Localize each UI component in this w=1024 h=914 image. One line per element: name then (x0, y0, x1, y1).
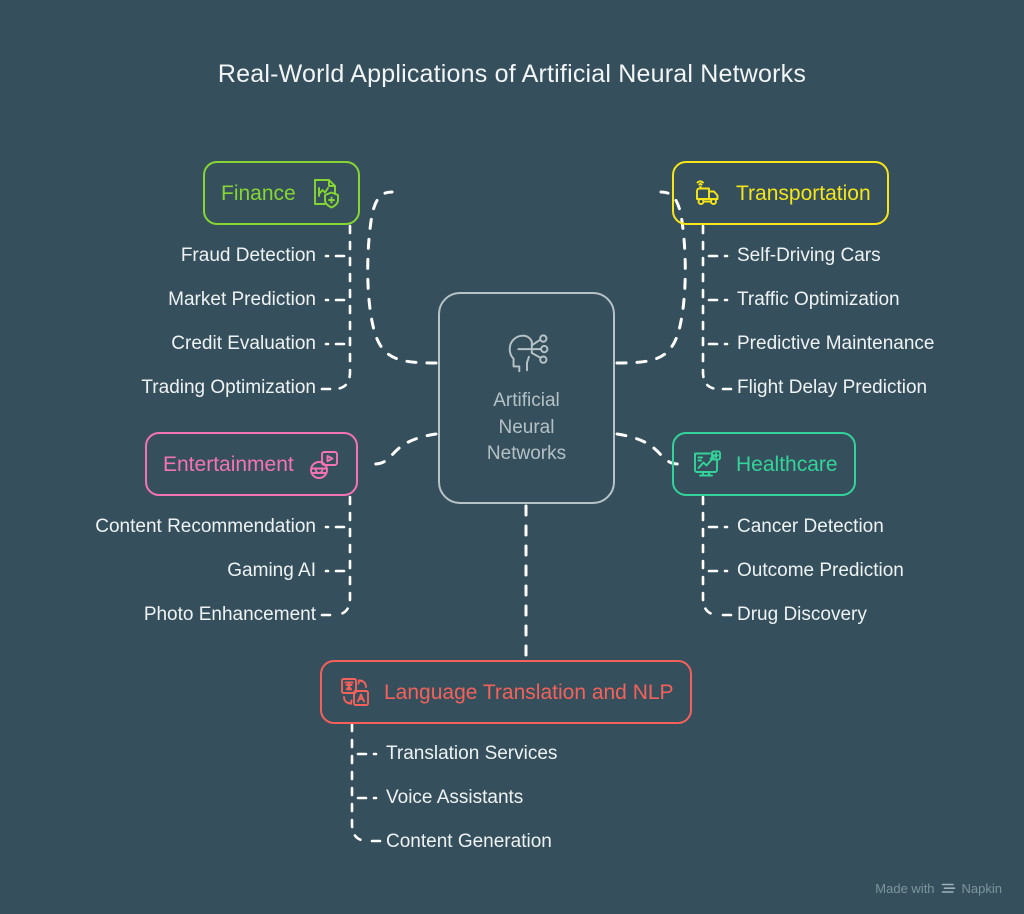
page-title: Real-World Applications of Artificial Ne… (217, 60, 807, 88)
connector-center-finance (366, 190, 438, 365)
central-label-line-3: Networks (486, 443, 567, 465)
branch-label-finance: Finance (221, 181, 296, 205)
leaf-item[interactable]: Traffic Optimization (737, 289, 900, 310)
connector-center-healthcare (615, 432, 681, 466)
leaf-item[interactable]: Photo Enhancement (143, 604, 316, 625)
branch-node-transportation[interactable]: Transportation (672, 161, 889, 225)
leaf-item[interactable]: Outcome Prediction (737, 560, 904, 581)
vr-headset-play-icon (306, 447, 340, 481)
leaf-item[interactable]: Drug Discovery (737, 604, 867, 625)
branch-label-transportation: Transportation (736, 181, 871, 205)
central-label-line-2: Neural (498, 416, 555, 438)
napkin-logo-icon (941, 882, 956, 895)
smart-truck-icon (690, 176, 724, 210)
leaf-item[interactable]: Flight Delay Prediction (737, 377, 928, 398)
napkin-watermark[interactable]: Made with Napkin (875, 881, 1002, 896)
branch-node-healthcare[interactable]: Healthcare (672, 432, 856, 496)
leaf-list-finance: Fraud Detection Market Prediction Credit… (0, 234, 350, 410)
leaf-item[interactable]: Content Generation (386, 831, 552, 852)
central-node-label: Artificial Neural Networks (487, 388, 566, 469)
branch-node-finance[interactable]: Finance (203, 161, 360, 225)
leaf-item[interactable]: Fraud Detection (180, 245, 316, 266)
leaf-item[interactable]: Translation Services (386, 743, 558, 764)
leaf-item[interactable]: Predictive Maintenance (737, 333, 935, 354)
leaf-item[interactable]: Cancer Detection (737, 516, 884, 537)
translate-icon (338, 675, 372, 709)
branch-label-entertainment: Entertainment (163, 452, 294, 476)
connector-center-entertainment (372, 432, 438, 466)
branch-label-language: Language Translation and NLP (384, 680, 674, 704)
leaf-item[interactable]: Self-Driving Cars (737, 245, 881, 266)
central-label-line-1: Artificial (493, 389, 560, 411)
branch-node-language[interactable]: Language Translation and NLP (320, 660, 692, 724)
napkin-brand-label: Napkin (961, 881, 1002, 896)
leaf-list-healthcare: Cancer Detection Outcome Prediction Drug… (703, 505, 1024, 637)
central-node[interactable]: Artificial Neural Networks (438, 292, 615, 504)
leaf-item[interactable]: Trading Optimization (141, 377, 316, 398)
brain-circuit-icon (500, 328, 554, 376)
monitor-chart-plus-icon (690, 447, 724, 481)
branch-node-entertainment[interactable]: Entertainment (145, 432, 358, 496)
leaf-list-entertainment: Content Recommendation Gaming AI Photo E… (0, 505, 350, 637)
branch-label-healthcare: Healthcare (736, 452, 838, 476)
document-chart-shield-icon (308, 176, 342, 210)
leaf-item[interactable]: Market Prediction (168, 289, 316, 310)
leaf-item[interactable]: Gaming AI (227, 560, 316, 581)
leaf-item[interactable]: Credit Evaluation (171, 333, 316, 354)
made-with-label: Made with (875, 881, 935, 896)
leaf-list-transportation: Self-Driving Cars Traffic Optimization P… (703, 234, 1024, 410)
leaf-list-language: Translation Services Voice Assistants Co… (352, 732, 752, 864)
leaf-item[interactable]: Voice Assistants (386, 787, 524, 808)
leaf-item[interactable]: Content Recommendation (95, 516, 316, 537)
